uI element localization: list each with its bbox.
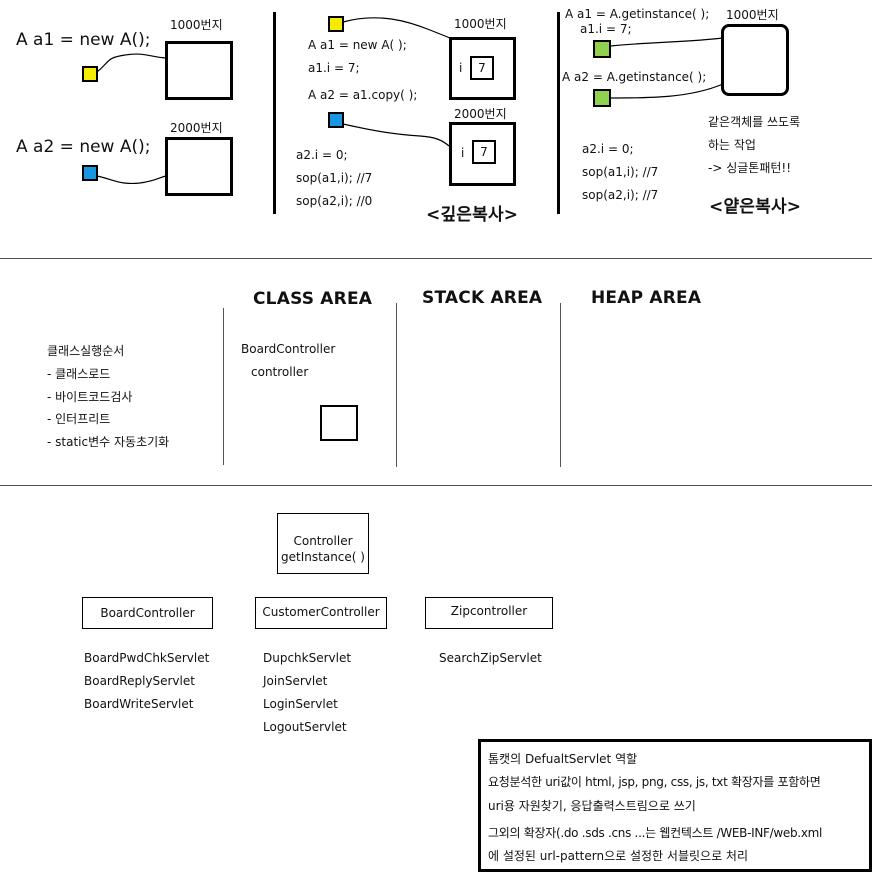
note-line-1-prefix: 톰캣의: [488, 752, 525, 766]
board-controller-box: BoardController: [82, 597, 213, 629]
deep-field-i-1: i: [459, 61, 463, 75]
divider-2: [557, 12, 560, 214]
zip-controller-label: Zipcontroller: [450, 604, 528, 618]
note-line-1: 톰캣의 DefualtServlet 역할: [488, 750, 637, 767]
class-area-object-box: [320, 405, 358, 441]
shallow-line-4: a2.i = 0;: [582, 142, 634, 156]
class-exec-order-item: - 바이트코드검사: [47, 390, 133, 404]
class-exec-order-item: - 클래스로드: [47, 367, 111, 381]
area-divider-1: [223, 308, 224, 465]
deep-line-4: a2.i = 0;: [296, 148, 348, 162]
area-divider-2: [396, 303, 397, 467]
shallow-line-3: A a2 = A.getinstance( );: [562, 70, 707, 84]
heap-object-2000: [165, 137, 233, 196]
note-line-3: uri용 자원찾기, 응답출력스트림으로 쓰기: [488, 799, 696, 813]
deep-field-i-2: i: [461, 146, 465, 160]
customer-controller-box: CustomerController: [255, 597, 387, 629]
shallow-heap-object-1000: [721, 24, 789, 96]
heap-object-1000: [165, 41, 233, 100]
shallow-line-1: A a1 = A.getinstance( );: [565, 7, 710, 21]
customer-controller-label: CustomerController: [262, 605, 380, 619]
shallow-line-2: a1.i = 7;: [580, 22, 632, 36]
customer-servlet-item: JoinServlet: [263, 674, 328, 688]
class-exec-order-title: 클래스실행순서: [47, 344, 125, 358]
shallow-note-3: -> 싱글톤패턴!!: [708, 161, 792, 175]
board-controller-label: BoardController: [100, 606, 195, 620]
note-line-1-suffix: 역할: [615, 752, 638, 766]
class-exec-order-item: - 인터프리트: [47, 412, 111, 426]
shallow-address-1000-label: 1000번지: [726, 8, 779, 22]
deep-line-1: A a1 = new A( );: [308, 38, 407, 52]
deep-a2-reference-box: [328, 112, 344, 128]
deep-address-1000-label: 1000번지: [454, 17, 507, 31]
board-servlet-item: BoardPwdChkServlet: [84, 651, 210, 665]
deep-line-6: sop(a2,i); //0: [296, 194, 373, 208]
deep-a1-reference-box: [328, 16, 344, 32]
a2-declaration: A a2 = new A();: [16, 137, 151, 157]
deep-line-5: sop(a1,i); //7: [296, 171, 373, 185]
shallow-note-2: 하는 작업: [708, 138, 756, 152]
board-servlet-item: BoardReplyServlet: [84, 674, 195, 688]
class-area-item-2: controller: [251, 365, 309, 379]
deep-field-box-1: 7: [470, 56, 494, 80]
shallow-line-6: sop(a2,i); //7: [582, 188, 659, 202]
stack-area-header: STACK AREA: [422, 288, 543, 308]
board-servlet-item: BoardWriteServlet: [84, 697, 194, 711]
controller-root-line-2: getInstance( ): [281, 550, 365, 564]
area-divider-3: [560, 303, 561, 467]
zip-servlet-item: SearchZipServlet: [439, 651, 542, 665]
shallow-note-1: 같은객체를 쓰도록: [708, 115, 801, 129]
separator-top: [0, 258, 872, 259]
a1-reference-box: [82, 66, 98, 82]
deep-address-2000-label: 2000번지: [454, 107, 507, 121]
a2-reference-box: [82, 165, 98, 181]
class-area-item-1: BoardController: [241, 342, 336, 356]
divider-1: [273, 12, 276, 214]
class-exec-order-item: - static변수 자동초기화: [47, 435, 170, 449]
note-line-5: 에 설정된 url-pattern으로 설정한 서블릿으로 처리: [488, 849, 749, 863]
class-area-header: CLASS AREA: [253, 289, 373, 309]
deep-line-3: A a2 = a1.copy( );: [308, 88, 418, 102]
deep-copy-title: <깊은복사>: [426, 205, 519, 225]
shallow-line-5: sop(a1,i); //7: [582, 165, 659, 179]
controller-root-line-1: Controller: [293, 534, 353, 548]
address-1000-label: 1000번지: [170, 18, 223, 32]
customer-servlet-item: LoginServlet: [263, 697, 338, 711]
deep-field-value-2: 7: [480, 145, 488, 159]
deep-field-value-1: 7: [478, 61, 486, 75]
shallow-copy-title: <얕은복사>: [709, 197, 802, 217]
deep-field-box-2: 7: [472, 140, 496, 164]
note-line-4: 그외의 확장자(.do .sds .cns ...는 웹컨텍스트 /WEB-IN…: [488, 826, 823, 840]
note-highlight-text: DefualtServlet: [524, 752, 616, 766]
separator-bottom: [0, 485, 872, 486]
customer-servlet-item: DupchkServlet: [263, 651, 352, 665]
default-servlet-note: 톰캣의 DefualtServlet 역할 요청분석한 uri값이 html, …: [478, 739, 872, 872]
shallow-a2-reference-box: [593, 89, 611, 107]
zip-controller-box: Zipcontroller: [425, 597, 553, 629]
a1-declaration: A a1 = new A();: [16, 30, 151, 50]
deep-line-2: a1.i = 7;: [308, 61, 360, 75]
controller-root-box: Controller getInstance( ): [277, 513, 369, 574]
heap-area-header: HEAP AREA: [591, 288, 702, 308]
address-2000-label: 2000번지: [170, 121, 223, 135]
note-line-2: 요청분석한 uri값이 html, jsp, png, css, js, txt…: [488, 775, 821, 789]
customer-servlet-item: LogoutServlet: [263, 720, 347, 734]
shallow-a1-reference-box: [593, 40, 611, 58]
